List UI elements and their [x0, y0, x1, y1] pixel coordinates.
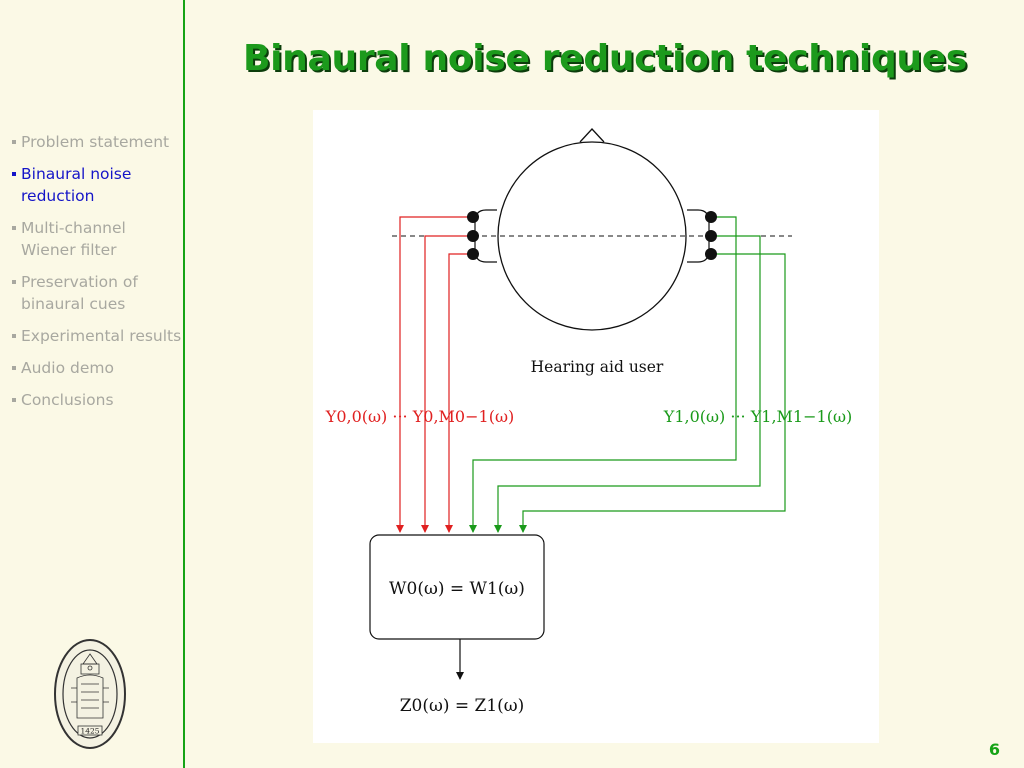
- right-microphone-lines: [469, 216, 786, 533]
- nav-item-problem-statement[interactable]: Problem statement: [12, 131, 182, 153]
- left-microphone-lines: [396, 216, 473, 533]
- filter-box: [369, 534, 545, 640]
- university-seal-logo: 1425: [54, 639, 126, 749]
- nav-item-conclusions[interactable]: Conclusions: [12, 389, 182, 411]
- left-microphones: [467, 211, 479, 260]
- binaural-diagram: Hearing aid user Y0,0(ω) ··· Y0,M0−1(ω) …: [325, 128, 852, 716]
- nav-item-experimental-results[interactable]: Experimental results: [12, 325, 182, 347]
- nav-item-preservation-binaural-cues[interactable]: Preservation of binaural cues: [12, 271, 182, 315]
- output-equation: Z0(ω) = Z1(ω): [400, 696, 525, 716]
- head-caption: Hearing aid user: [531, 358, 664, 376]
- outline-nav: Problem statement Binaural noise reducti…: [12, 131, 182, 421]
- nav-item-audio-demo[interactable]: Audio demo: [12, 357, 182, 379]
- filter-equation: W0(ω) = W1(ω): [389, 579, 525, 599]
- head-outline: [497, 141, 687, 331]
- page-number: 6: [988, 740, 1000, 759]
- slide-title: Binaural noise reduction techniques: [243, 38, 967, 79]
- sidebar: Problem statement Binaural noise reducti…: [0, 0, 185, 768]
- nav-item-multi-channel-wiener-filter[interactable]: Multi-channel Wiener filter: [12, 217, 182, 261]
- nav-item-binaural-noise-reduction[interactable]: Binaural noise reduction: [12, 163, 182, 207]
- nose-icon: [579, 128, 605, 143]
- left-signal-label: Y0,0(ω) ··· Y0,M0−1(ω): [325, 407, 514, 426]
- right-signal-label: Y1,0(ω) ··· Y1,M1−1(ω): [663, 407, 852, 426]
- diagram-figure: Hearing aid user Y0,0(ω) ··· Y0,M0−1(ω) …: [313, 110, 879, 743]
- svg-text:1425: 1425: [80, 727, 99, 736]
- right-microphones: [705, 211, 717, 260]
